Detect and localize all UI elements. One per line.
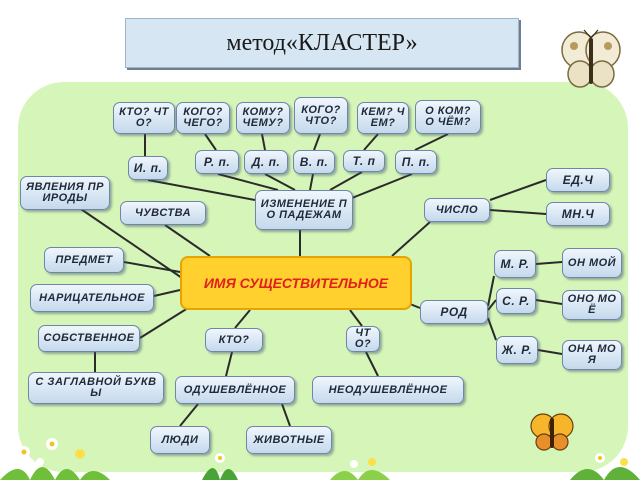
link-o-kom-case-p	[414, 133, 449, 151]
node-q-komu-chemu: КОМУ? ЧЕМУ?	[236, 102, 290, 134]
node-s-zaglavnoy-bukvy: С ЗАГЛАВНОЙ БУКВЫ	[28, 372, 164, 404]
node-q-kogo-chto: КОГО? ЧТО?	[294, 97, 348, 134]
link-sobst-center	[139, 307, 189, 339]
node-mn-ch: МН.Ч	[546, 202, 610, 226]
link-rod-zhr	[487, 317, 497, 341]
node-q-o-kom: О КОМ? О ЧЁМ?	[415, 100, 481, 134]
node-q-kem-chem: КЕМ? ЧЕМ?	[357, 102, 409, 134]
slide-title: метод«КЛАСТЕР»	[125, 18, 519, 68]
link-zhr-onamoya	[537, 349, 563, 355]
link-case-r-izm	[217, 173, 279, 191]
node-s-r: С. Р.	[496, 288, 536, 314]
link-chto-neod	[365, 351, 379, 377]
flowers-decoration-left	[0, 438, 110, 480]
node-zh-r: Ж. Р.	[496, 336, 538, 364]
node-m-r: М. Р.	[494, 250, 536, 278]
node-rod: РОД	[420, 300, 488, 324]
node-ed-ch: ЕД.Ч	[546, 168, 610, 192]
link-komu-case-d	[261, 133, 266, 151]
link-predmet-center	[123, 261, 181, 273]
link-odush-lyudi	[179, 403, 199, 427]
node-neodushevlennoe: НЕОДУШЕВЛЁННОЕ	[312, 376, 464, 404]
node-chuvstva: ЧУВСТВА	[120, 201, 206, 225]
link-kogo-case-r	[204, 133, 217, 151]
node-ona-moya: ОНА МОЯ	[562, 340, 622, 370]
node-on-moy: ОН МОЙ	[562, 248, 622, 278]
link-chislo-mnch	[489, 209, 547, 215]
link-narits-center	[153, 289, 181, 297]
node-yavleniya-prirody: ЯВЛЕНИЯ ПРИРОДЫ	[20, 176, 110, 210]
link-case-v-izm	[309, 173, 314, 191]
link-kto-odush	[225, 351, 233, 377]
center-node-imya-sushchestvitelnoe: ИМЯ СУЩЕСТВИТЕЛЬНОЕ	[180, 256, 412, 310]
node-lyudi: ЛЮДИ	[150, 426, 210, 454]
link-yavl-center	[74, 204, 183, 279]
node-chislo: ЧИСЛО	[424, 198, 490, 222]
node-case-t: Т. п	[343, 150, 385, 172]
node-case-i: И. п.	[128, 156, 168, 180]
link-odush-zhiv	[281, 403, 291, 427]
node-izmenenie-po-padezham: ИЗМЕНЕНИЕ ПО ПАДЕЖАМ	[255, 190, 353, 230]
link-sr-onomoyo	[535, 299, 563, 305]
butterfly-icon	[561, 29, 621, 88]
link-case-p-izm	[351, 173, 413, 199]
node-odushevlennoe: ОДУШЕВЛЁННОЕ	[175, 376, 295, 404]
link-kto-center	[234, 309, 251, 329]
node-predmet: ПРЕДМЕТ	[44, 247, 124, 273]
link-kem-case-t	[363, 133, 379, 151]
node-q-kto-chto: КТО? ЧТО?	[113, 102, 175, 134]
node-sobstvennoe: СОБСТВЕННОЕ	[38, 325, 140, 352]
flowers-decoration-center	[330, 458, 390, 480]
butterfly-icon	[530, 413, 574, 451]
node-zhivotnye: ЖИВОТНЫЕ	[246, 426, 332, 454]
link-case-t-izm	[329, 171, 363, 191]
node-case-d: Д. п.	[244, 150, 288, 174]
flowers-decoration-right	[570, 453, 640, 480]
node-kto: КТО?	[205, 328, 263, 352]
link-case-d-izm	[264, 173, 296, 191]
link-mr-onmoy	[535, 261, 563, 265]
node-naritsatelnoe: НАРИЦАТЕЛЬНОЕ	[30, 284, 154, 312]
node-case-p: П. п.	[395, 150, 437, 174]
link-case-i-izm	[147, 179, 256, 201]
link-rod-sr	[487, 299, 497, 311]
flowers-decoration-middle	[202, 453, 238, 480]
link-rod-mr	[487, 275, 495, 307]
node-chto: ЧТО?	[346, 326, 380, 352]
node-case-v: В. п.	[293, 150, 335, 174]
node-ono-moyo: ОНО МОЁ	[562, 290, 622, 320]
link-chuv-center	[164, 224, 211, 257]
link-chislo-edch	[489, 179, 547, 201]
node-case-r: Р. п.	[195, 150, 239, 174]
link-chto-center	[349, 309, 363, 327]
node-q-kogo-chego: КОГО? ЧЕГО?	[176, 102, 230, 134]
link-kogo-chto-case-v	[313, 133, 321, 151]
link-chislo-center	[391, 221, 431, 257]
